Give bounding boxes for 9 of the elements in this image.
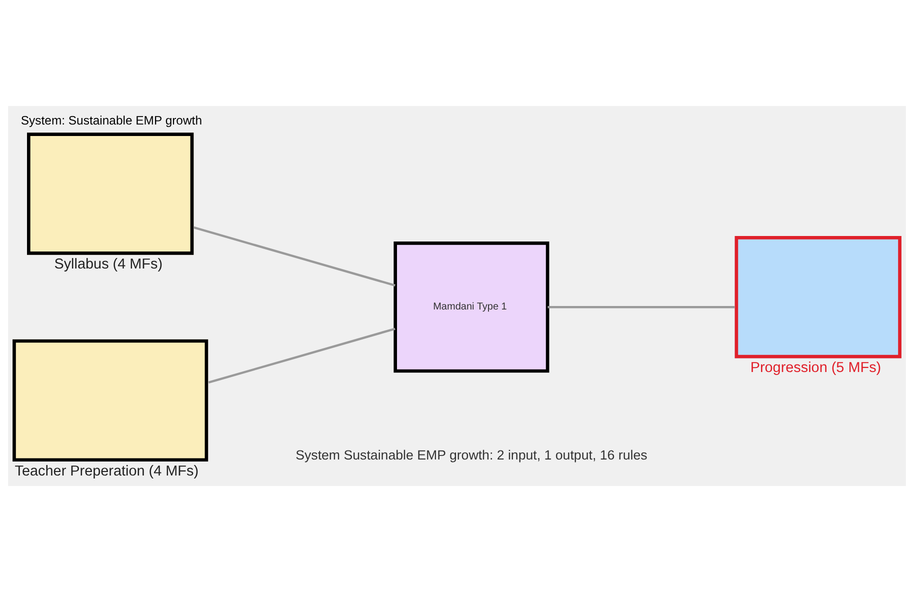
node-label: Teacher Preperation (4 MFs) (14, 462, 199, 479)
node-label: Syllabus (4 MFs) (54, 256, 163, 272)
node-label: Progression (5 MFs) (750, 360, 882, 376)
connector (193, 226, 396, 286)
caption: System Sustainable EMP growth: 2 input, 1 output, 16 rules (296, 446, 648, 462)
diagram-title: System: Sustainable EMP growth (20, 113, 202, 128)
connector (548, 306, 735, 308)
connector (208, 327, 396, 384)
node-box: Mamdani Type 1 (394, 241, 550, 372)
